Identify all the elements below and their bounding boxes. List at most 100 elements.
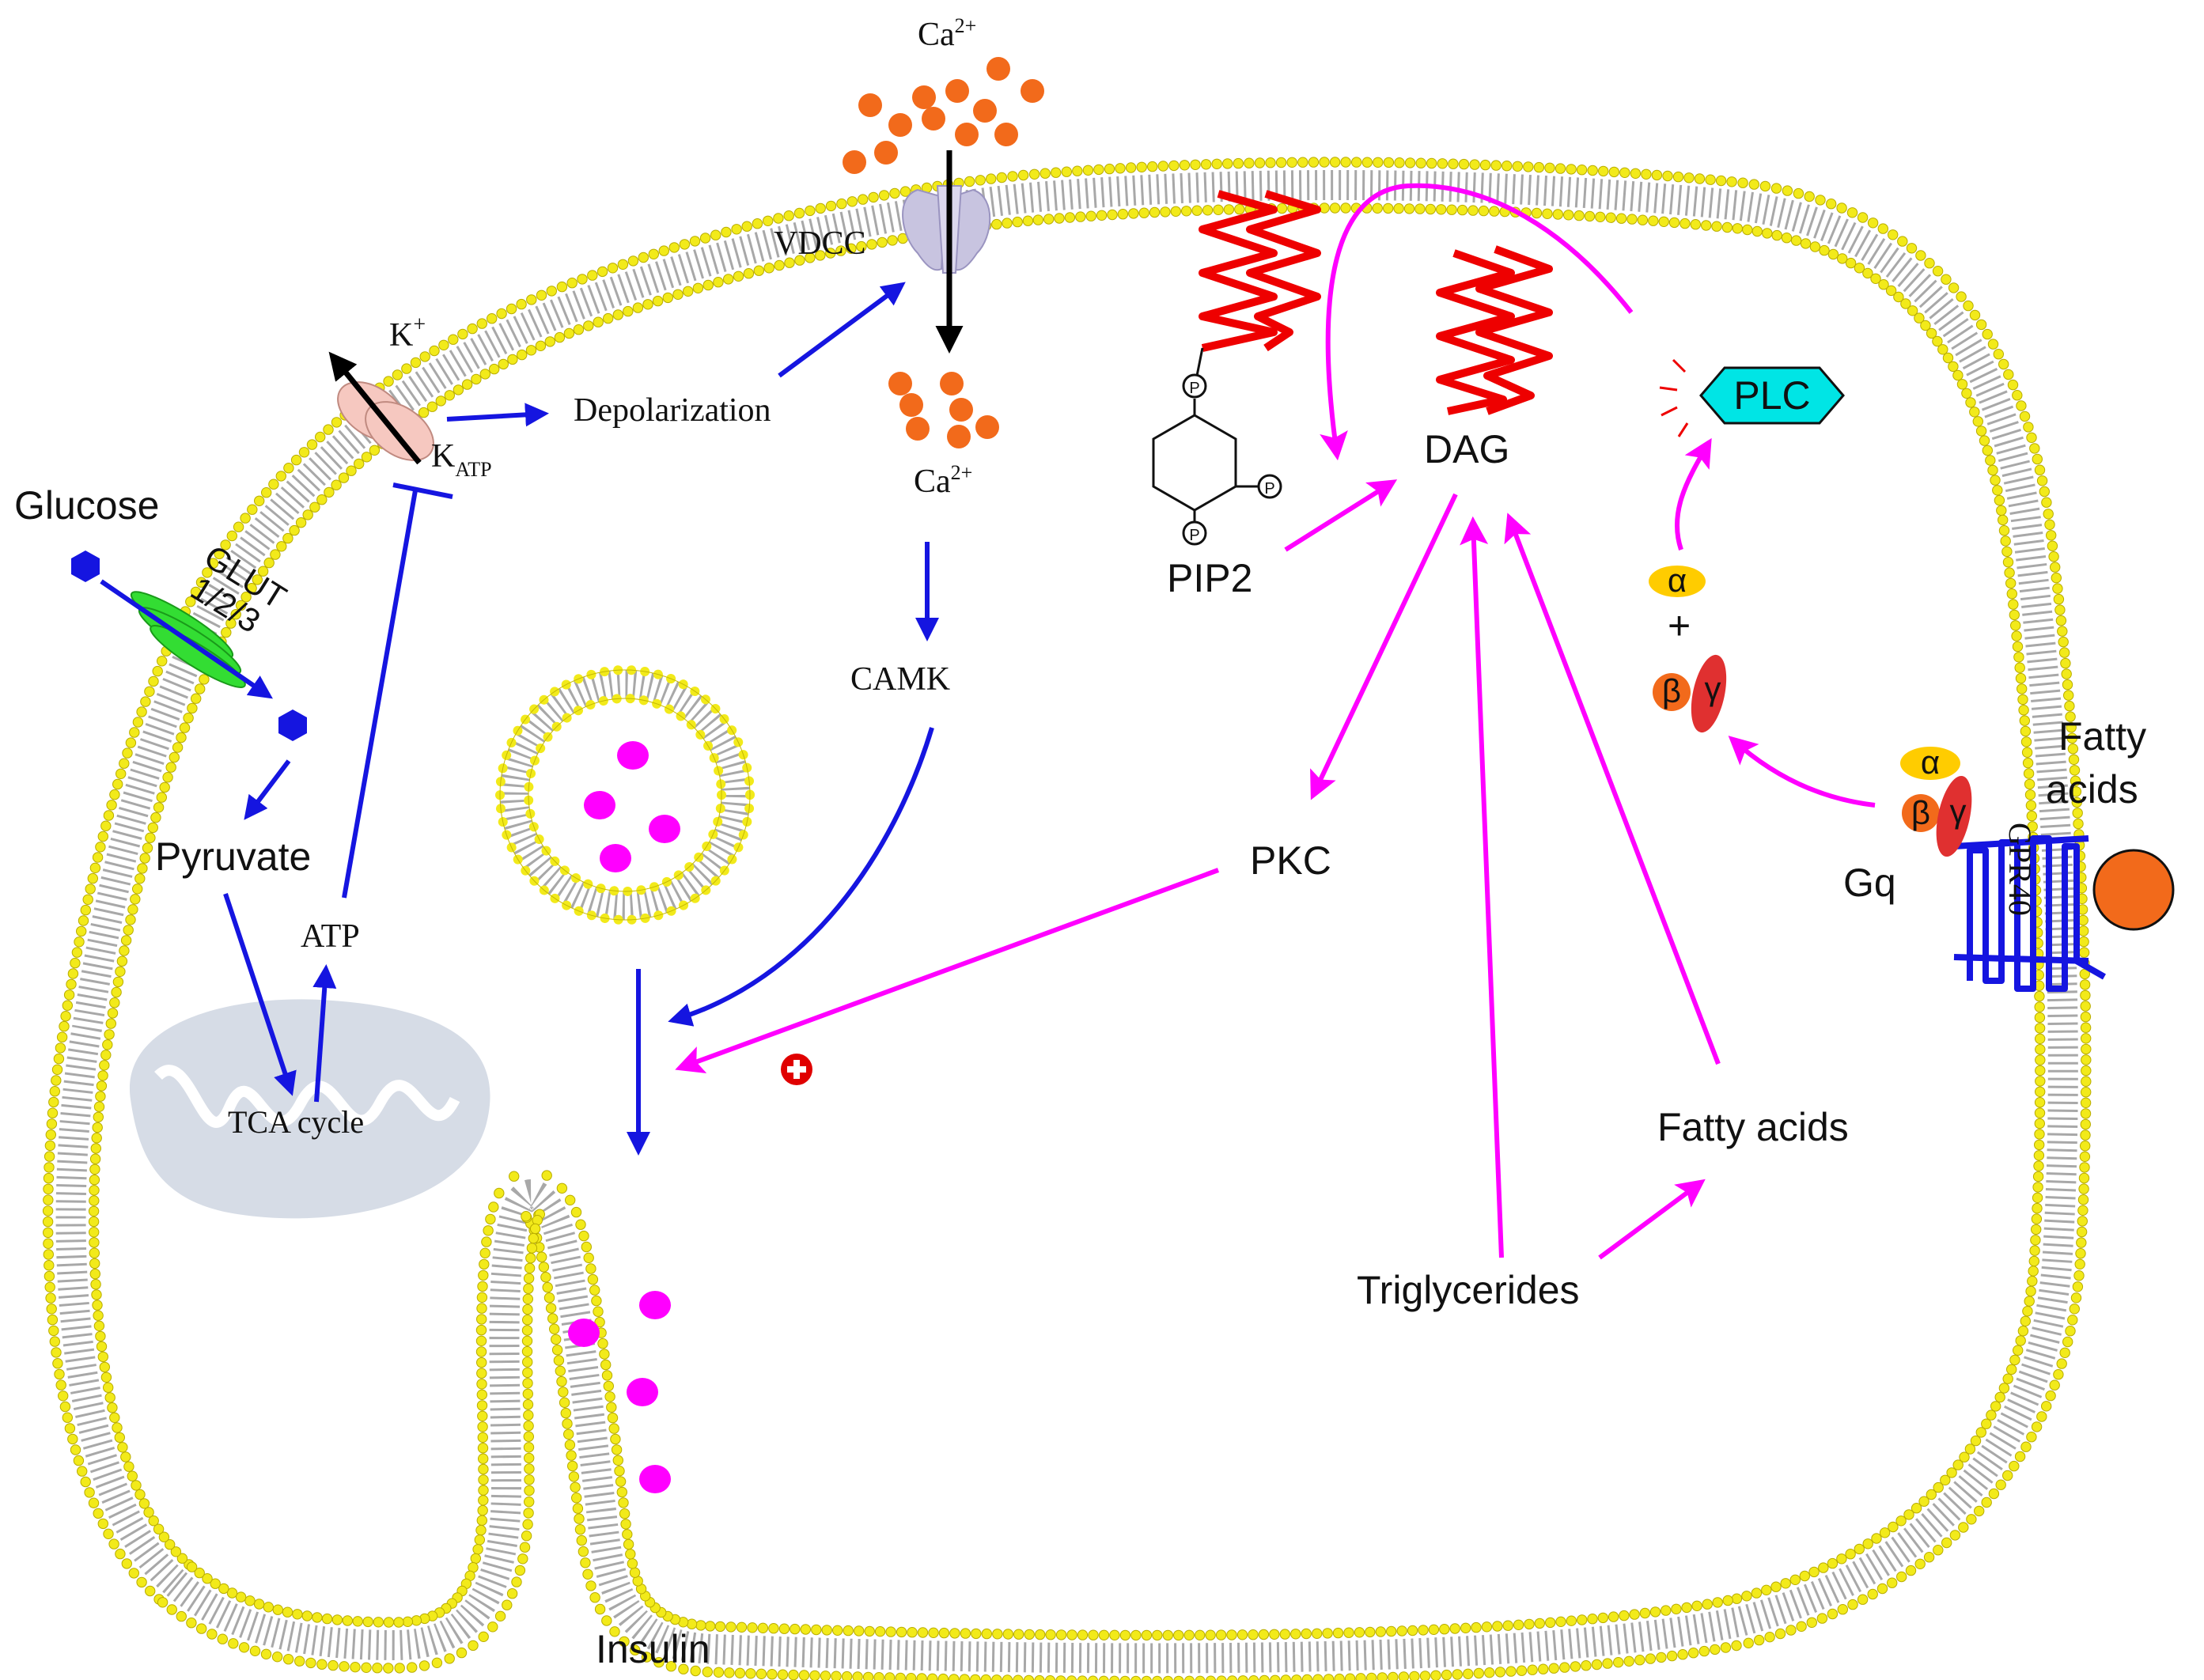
membrane-head bbox=[476, 1303, 487, 1314]
membrane-head bbox=[805, 205, 816, 217]
membrane-head bbox=[127, 904, 138, 915]
membrane-head bbox=[610, 1433, 621, 1445]
membrane-head bbox=[1383, 157, 1395, 168]
membrane-head bbox=[1662, 170, 1673, 182]
membrane-head bbox=[603, 312, 614, 324]
membrane-head bbox=[1516, 1665, 1528, 1676]
membrane-head bbox=[597, 1338, 608, 1349]
membrane-head bbox=[825, 200, 837, 212]
membrane-head bbox=[506, 1588, 518, 1599]
membrane-head bbox=[1906, 243, 1918, 254]
membrane-head bbox=[1743, 1637, 1754, 1649]
membrane-head bbox=[103, 810, 115, 821]
membrane-head bbox=[1233, 157, 1244, 169]
membrane-head bbox=[1173, 1629, 1184, 1641]
membrane-head bbox=[1649, 1606, 1661, 1618]
membrane-head bbox=[487, 313, 498, 324]
membrane-head bbox=[773, 213, 784, 224]
membrane-head bbox=[90, 1143, 102, 1154]
insulin-granule bbox=[600, 844, 631, 872]
membrane-head bbox=[1681, 1602, 1692, 1614]
membrane-head bbox=[835, 245, 846, 256]
cell-membrane bbox=[46, 161, 2088, 1680]
membrane-head bbox=[1998, 358, 2009, 370]
membrane-head bbox=[1952, 1459, 1964, 1470]
membrane-head bbox=[282, 1654, 294, 1665]
membrane-head bbox=[549, 1323, 560, 1334]
membrane-head bbox=[1948, 282, 1960, 293]
arrow-pip2-to-dag bbox=[1284, 479, 1398, 552]
membrane-head bbox=[1799, 1570, 1811, 1582]
membrane-head bbox=[2023, 768, 2035, 779]
membrane-head bbox=[240, 513, 251, 524]
membrane-head bbox=[1319, 157, 1330, 168]
membrane-head bbox=[1720, 1642, 1732, 1653]
membrane-head bbox=[2048, 551, 2059, 562]
membrane-head bbox=[2058, 647, 2070, 658]
membrane-head bbox=[1808, 1566, 1820, 1578]
membrane-head bbox=[282, 1606, 293, 1618]
membrane-head bbox=[45, 1129, 57, 1141]
membrane-head bbox=[1545, 1617, 1556, 1629]
membrane-head bbox=[233, 521, 244, 532]
membrane-head bbox=[1248, 1675, 1259, 1680]
membrane-head bbox=[121, 1558, 133, 1569]
membrane-head bbox=[283, 463, 294, 474]
membrane-head bbox=[1012, 216, 1023, 228]
membrane-head bbox=[261, 487, 272, 498]
membrane-head bbox=[477, 1410, 488, 1422]
membrane-head bbox=[99, 1361, 111, 1373]
membrane-head bbox=[89, 1174, 100, 1186]
membrane-head bbox=[821, 1625, 832, 1636]
membrane-head bbox=[1581, 1660, 1592, 1671]
glucose-hexagon-inside bbox=[278, 709, 307, 741]
membrane-head bbox=[606, 1402, 617, 1413]
membrane-head bbox=[2032, 1182, 2043, 1193]
membrane-head bbox=[62, 1412, 74, 1423]
membrane-head bbox=[1867, 1588, 1878, 1600]
membrane-head bbox=[89, 1247, 100, 1258]
membrane-head bbox=[1130, 1629, 1142, 1641]
membrane-head bbox=[2034, 1139, 2045, 1151]
membrane-head bbox=[1141, 1629, 1153, 1641]
membrane-head bbox=[2080, 1129, 2091, 1141]
membrane-head bbox=[2035, 1065, 2046, 1076]
membrane-head bbox=[1393, 202, 1404, 214]
membrane-head bbox=[1436, 204, 1447, 215]
membrane-head bbox=[226, 1587, 238, 1599]
membrane-head bbox=[2015, 1335, 2026, 1346]
membrane-head bbox=[1619, 167, 1630, 179]
membrane-head bbox=[89, 1153, 101, 1164]
membrane-head bbox=[85, 884, 96, 895]
membrane-head bbox=[96, 1341, 108, 1353]
membrane-head bbox=[1426, 157, 1437, 169]
membrane-head bbox=[401, 363, 412, 374]
membrane-head bbox=[1597, 1612, 1609, 1624]
membrane-head bbox=[1098, 1675, 1109, 1680]
membrane-head bbox=[301, 1610, 312, 1621]
membrane-head bbox=[112, 976, 124, 988]
membrane-head bbox=[1837, 1604, 1849, 1615]
membrane-head bbox=[165, 1539, 176, 1550]
membrane-head bbox=[95, 1091, 106, 1102]
membrane-head bbox=[1170, 206, 1182, 217]
membrane-head bbox=[238, 1642, 250, 1653]
membrane-head bbox=[2002, 1470, 2013, 1481]
membrane-head bbox=[63, 989, 75, 1001]
membrane-head bbox=[476, 1400, 488, 1411]
membrane-head bbox=[476, 1292, 488, 1304]
membrane-head bbox=[1759, 180, 1771, 192]
membrane-head bbox=[112, 1422, 123, 1433]
membrane-head bbox=[524, 1496, 535, 1508]
membrane-head bbox=[616, 1486, 627, 1498]
membrane-head bbox=[1109, 1675, 1120, 1680]
membrane-head bbox=[1160, 206, 1171, 218]
membrane-head bbox=[1077, 1675, 1088, 1680]
membrane-head bbox=[752, 218, 763, 229]
membrane-head bbox=[734, 1667, 746, 1679]
arrow-glucose-to-pyruvate bbox=[244, 759, 291, 820]
membrane-head bbox=[618, 1497, 629, 1508]
membrane-head bbox=[88, 1497, 100, 1508]
membrane-head bbox=[1986, 1409, 1997, 1421]
membrane-head bbox=[89, 862, 101, 874]
